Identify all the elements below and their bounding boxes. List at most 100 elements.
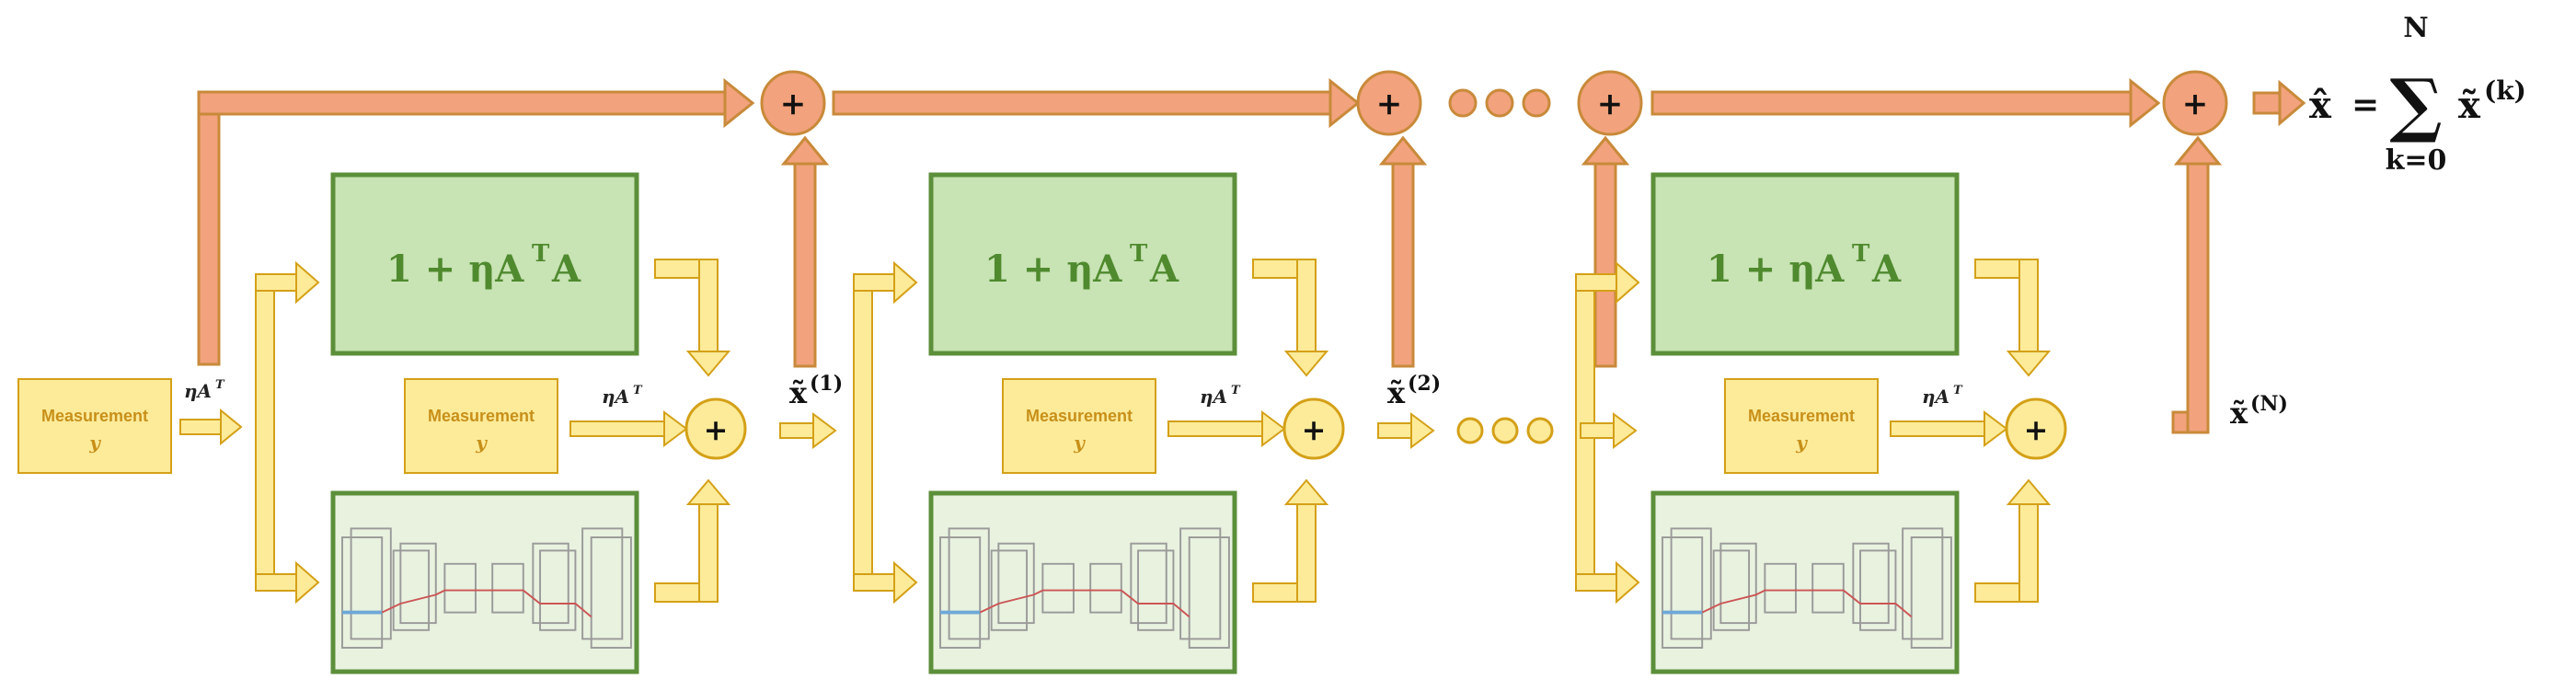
svg-text:N: N [2403,12,2428,44]
svg-text:(N): (N) [2250,392,2288,416]
eta-sup: T [633,384,643,397]
split-bottom [1575,573,1617,592]
sum-node-top-1: + [760,70,826,136]
svg-text:k=0: k=0 [2386,144,2447,177]
svg-text:+: + [1376,86,1403,122]
top-sum-nodes: + + + + [760,70,2228,136]
eta-sup: T [1231,384,1241,397]
update-down-head [2006,351,2052,377]
svg-text:x̃: x̃ [2230,396,2248,431]
svg-text:∑: ∑ [2389,63,2442,145]
measurement-arrow [569,420,665,437]
svg-text:T: T [215,378,225,392]
measurement-label: Measurement [1026,407,1133,425]
update-down-head [685,351,731,377]
output-arrow-shaft [2252,91,2282,115]
update-down [2018,259,2039,352]
measurement-arrow-head [1984,410,2008,447]
riser-stage-2 [1391,162,1415,368]
skip-segment-3 [1650,90,2133,116]
measurement-box: Measurement y [1002,378,1156,474]
update-operator-text: 1 + ηA [1707,248,1845,291]
initial-measurement: Measurement y [17,378,172,474]
update-down-head [1283,351,1329,377]
measurement-arrow-head [1261,410,1286,447]
svg-text:x̃: x̃ [1387,375,1406,410]
skip-segment-2 [832,90,1332,116]
update-operator-sup: T [1852,240,1870,268]
initial-eta-label: ηA T [184,378,225,402]
eta-sup: T [1953,384,1963,397]
split-bar [853,273,873,592]
net-up [2018,503,2039,603]
measurement-label: Measurement [428,407,535,425]
plus-sign: + [704,412,729,447]
sum-node-top-3: + [1577,70,1643,136]
svg-text:=: = [2352,86,2379,124]
svg-text:(2): (2) [1408,372,1441,396]
split-top [853,273,895,292]
update-operator-tail: A [551,248,581,291]
stage-output-label-N: x̃ (N) [2230,392,2288,431]
split-bottom-head [1616,560,1640,605]
split-bar [255,273,275,592]
net-up-head [1283,478,1329,505]
measurement-arrow [1890,420,1985,437]
update-operator-sup: T [1130,240,1148,268]
update-operator-sup: T [532,240,550,268]
skip-arrowhead-1 [723,77,755,129]
svg-text:x̃: x̃ [789,375,808,410]
split-bottom [255,573,297,592]
update-down [698,259,719,352]
skip-arrowhead-3 [2129,77,2161,129]
initial-arrow [179,408,243,446]
net-up-head [685,478,731,505]
measurement-arrow [1167,420,1263,437]
svg-text:y: y [88,432,101,454]
skip-riser [197,90,221,366]
riser-stage-ellipsis [1593,162,1617,368]
sum-node-top-2: + [1356,70,1422,136]
eta-label: ηA [1200,386,1227,408]
svg-text:+: + [1597,86,1624,122]
split-bottom [853,573,895,592]
update-operator-text: 1 + ηA [386,248,524,291]
riser-stage-1 [793,162,817,368]
update-operator-text: 1 + ηA [984,248,1122,291]
split-top-head [295,260,320,305]
denoiser-network-box [330,490,639,674]
stage-sum-node: + [2005,397,2067,460]
sum-node-top-4: + [2162,70,2228,136]
svg-text:x̂: x̂ [2309,84,2332,127]
svg-text:(k): (k) [2484,75,2526,106]
svg-text:x̃: x̃ [2458,84,2481,127]
net-up [698,503,719,603]
eta-label: ηA [1922,386,1949,408]
middle-ellipsis [1456,417,1554,444]
stage-sum-node: + [1282,397,1345,460]
final-formula: x̂ = N ∑ k=0 x̃ (k) [2309,12,2526,177]
update-operator-tail: A [1871,248,1902,291]
skip-segment-1 [197,90,727,116]
net-up [1296,503,1317,603]
denoiser-network-box [1650,490,1960,674]
riser-head-3 [1581,135,1630,166]
svg-text:(1): (1) [810,372,843,396]
split-top-head [1616,260,1640,305]
svg-text:ηA: ηA [184,380,212,402]
skip-arrowhead-2 [1328,77,1361,129]
split-top [255,273,297,292]
measurement-variable: y [1073,432,1086,454]
update-operator-tail: A [1149,248,1179,291]
stage-sum-node: + [684,397,747,460]
svg-text:Measurement: Measurement [41,407,148,425]
inter-stage-arrows [779,412,1638,449]
